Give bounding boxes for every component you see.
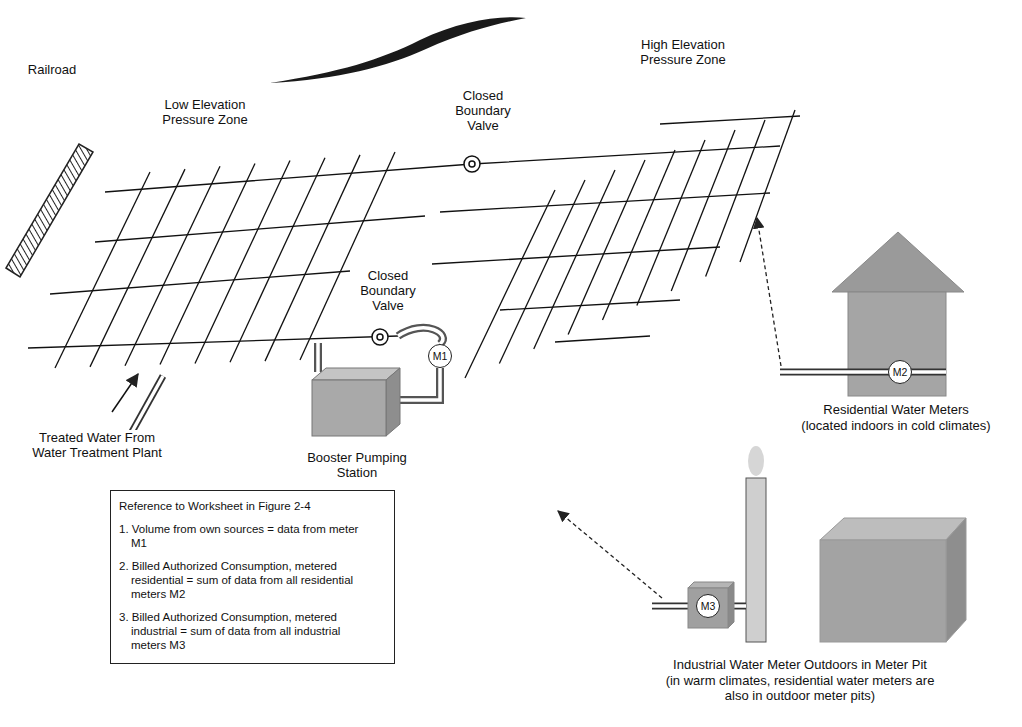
water-main	[55, 172, 150, 368]
pipe	[780, 370, 946, 374]
pipe-grid	[28, 110, 800, 378]
annotation-label: Residential Water Meters	[822, 402, 969, 417]
valve-symbol	[469, 161, 475, 167]
valve-symbol	[464, 156, 480, 172]
meter-label: M3	[701, 600, 716, 612]
water-main	[637, 140, 705, 306]
annotation-label: Low Elevation Pressure Zone	[149, 97, 261, 127]
annotation-label: Booster Pumping Station	[297, 450, 417, 480]
water-main	[660, 116, 800, 124]
valve-symbol	[377, 334, 383, 340]
water-meter: M2	[888, 360, 912, 384]
service-arrow	[558, 511, 662, 598]
smoke	[748, 446, 764, 476]
water-main	[300, 152, 395, 360]
service-arrow	[757, 218, 781, 366]
station-side	[386, 368, 400, 436]
pipe	[780, 369, 946, 376]
water-main	[440, 193, 770, 212]
water-meter: M1	[428, 344, 452, 368]
house-roof	[832, 232, 964, 292]
box-item: 3. Billed Authorized Consumption, metere…	[119, 610, 361, 652]
water-main	[555, 336, 650, 342]
meter-pit	[688, 588, 728, 628]
water-main	[160, 163, 255, 364]
factory-side	[946, 518, 966, 642]
annotation-label: (located indoors in cold climates)	[800, 418, 991, 433]
valve-symbol	[372, 329, 388, 345]
house-body	[848, 292, 946, 396]
meter-pit	[688, 582, 734, 588]
reference-box: Reference to Worksheet in Figure 2-4 1. V…	[110, 490, 395, 664]
chimney	[746, 478, 766, 642]
annotation-label: Industrial Water Meter Outdoors in Meter…	[672, 657, 928, 672]
water-meter: M3	[696, 594, 720, 618]
annotation-label: Railroad	[27, 62, 77, 77]
residence	[757, 218, 964, 396]
water-main	[465, 190, 555, 378]
box-item: 2. Billed Authorized Consumption, metere…	[119, 559, 361, 601]
water-main	[534, 170, 615, 349]
water-main	[671, 130, 735, 291]
annotation-label: High Elevation Pressure Zone	[627, 37, 739, 67]
water-main	[740, 110, 795, 262]
meter-pit	[728, 582, 734, 628]
annotation-label: Closed Boundary Valve	[353, 268, 423, 313]
annotation-label: Closed Boundary Valve	[448, 88, 518, 133]
factory-front	[820, 540, 946, 642]
meter-label: M1	[433, 350, 448, 362]
water-main	[28, 336, 398, 348]
station-front	[312, 380, 386, 436]
water-main	[125, 166, 220, 365]
annotation-label: Treated Water From Water Treatment Plant	[21, 430, 173, 460]
water-main	[499, 180, 585, 364]
hill-contour	[270, 17, 526, 83]
flow-arrow	[112, 374, 138, 412]
water-main	[195, 161, 290, 364]
box-item: 1. Volume from own sources = data from m…	[119, 522, 361, 550]
industrial-site	[558, 446, 966, 642]
water-main	[230, 158, 325, 363]
annotation-label: (in warm climates, residential water met…	[658, 673, 942, 703]
water-main	[105, 146, 780, 192]
booster-station	[312, 328, 443, 436]
box-heading: Reference to Worksheet in Figure 2-4	[119, 499, 349, 513]
railroad-track	[6, 144, 93, 277]
meter-label: M2	[893, 366, 908, 378]
boundary-valve	[372, 156, 480, 345]
water-main	[706, 120, 765, 277]
water-main	[265, 155, 360, 361]
station-top	[312, 368, 400, 380]
factory-top	[820, 518, 966, 540]
water-main	[603, 150, 676, 320]
water-main	[90, 169, 185, 367]
water-main	[95, 216, 425, 242]
